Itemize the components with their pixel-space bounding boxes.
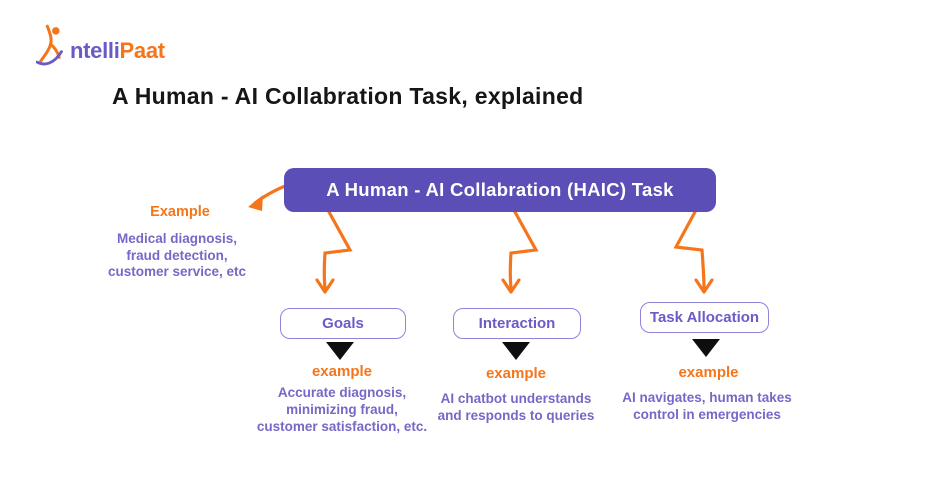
branch-box-goals-label: Goals: [322, 315, 364, 332]
example-callout-text: Medical diagnosis, fraud detection, cust…: [102, 231, 252, 281]
arrow-to-task-allocation-icon: [673, 210, 714, 294]
interaction-example-text: AI chatbot understands and responds to q…: [411, 390, 621, 424]
arrow-to-interaction-icon: [501, 210, 539, 294]
task-allocation-example-text: AI navigates, human takes control in eme…: [600, 389, 814, 423]
goals-triangle-pointer-icon: [326, 342, 354, 360]
branch-box-task-allocation: Task Allocation: [640, 302, 769, 333]
page-title: A Human - AI Collabration Task, explaine…: [112, 83, 584, 109]
task-allocation-triangle-pointer-icon: [692, 339, 720, 357]
interaction-example-line: and responds to queries: [437, 408, 595, 423]
example-callout-label: Example: [150, 204, 210, 220]
root-task-box: A Human - AI Collabration (HAIC) Task: [284, 168, 716, 212]
arrow-to-goals-icon: [315, 210, 353, 294]
interaction-example-line: AI chatbot understands: [440, 391, 592, 406]
task-allocation-example-line: AI navigates, human takes: [622, 390, 792, 405]
leaping-person-icon: [36, 24, 63, 66]
logo-text-paat: Paat: [119, 38, 166, 63]
task-allocation-example-label: example: [678, 364, 739, 381]
branch-box-task-allocation-label: Task Allocation: [649, 309, 760, 326]
callout-line: Medical diagnosis,: [116, 231, 238, 246]
logo-text-ntelli: ntelli: [70, 38, 120, 63]
goals-example-line: customer satisfaction, etc.: [256, 419, 428, 434]
branch-box-goals: Goals: [280, 308, 406, 339]
interaction-triangle-pointer-icon: [502, 342, 530, 360]
goals-example-label: example: [311, 363, 373, 380]
arrow-to-example-icon: [248, 184, 287, 211]
root-task-label: A Human - AI Collabration (HAIC) Task: [326, 179, 674, 200]
interaction-example-label: example: [485, 365, 547, 382]
goals-example-line: Accurate diagnosis,: [277, 385, 407, 400]
task-allocation-example-line: control in emergencies: [633, 407, 781, 422]
goals-example-line: minimizing fraud,: [286, 402, 398, 417]
callout-line: fraud detection,: [126, 247, 228, 263]
branch-box-interaction-label: Interaction: [478, 315, 556, 332]
callout-line: customer service, etc: [107, 264, 247, 279]
branch-box-interaction: Interaction: [453, 308, 581, 339]
goals-example-text: Accurate diagnosis, minimizing fraud, cu…: [235, 384, 449, 435]
